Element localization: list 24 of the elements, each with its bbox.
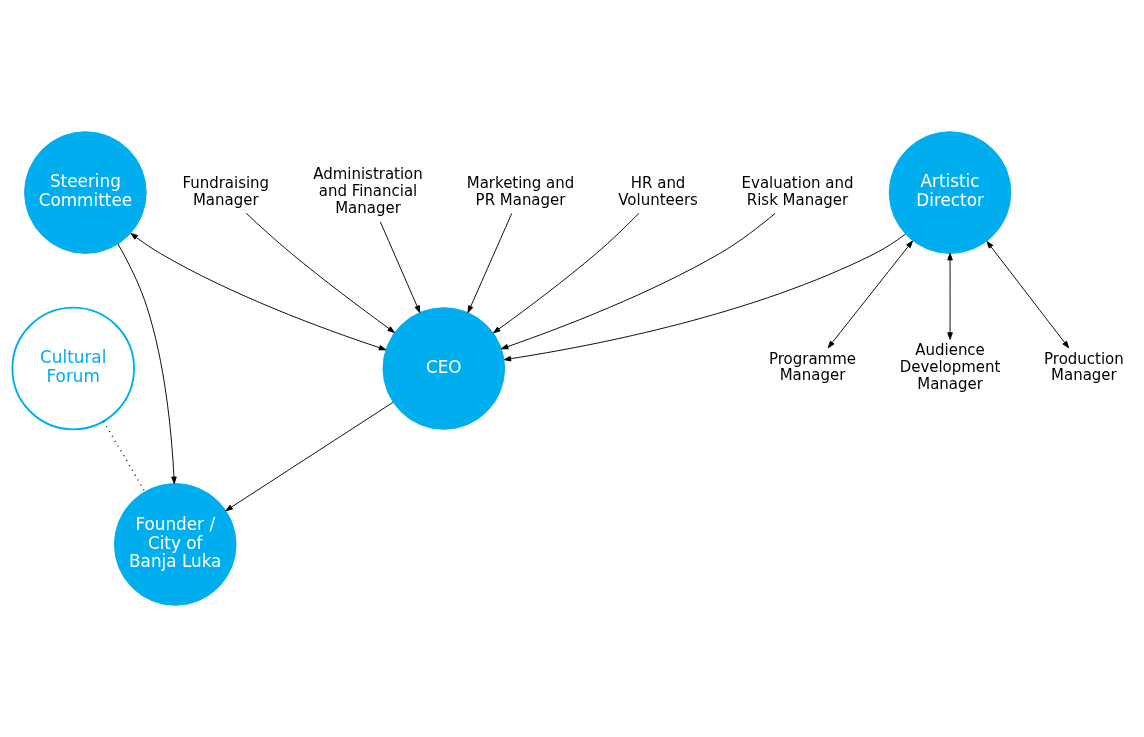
arrow — [500, 212, 776, 350]
node-text: Production Manager — [1044, 349, 1124, 385]
arrow — [225, 401, 394, 512]
node-circle: Artistic Director — [888, 131, 1012, 254]
arrow — [379, 221, 421, 313]
node-text: Evaluation and Risk Manager — [741, 173, 854, 209]
node-text: Administration and Financial Manager — [313, 165, 423, 217]
arrow — [493, 212, 640, 334]
arrow — [827, 240, 913, 349]
node-circle: Cultural Forum — [11, 306, 135, 431]
arrow — [947, 252, 953, 340]
arrow — [117, 243, 177, 485]
node-text: Audience Development Manager — [899, 341, 1001, 393]
connector — [103, 420, 146, 493]
arrow — [245, 212, 395, 333]
node-circle: Steering Committee — [24, 131, 147, 254]
node-text: Programme Manager — [769, 349, 856, 385]
arrow — [467, 213, 513, 314]
arrow — [503, 233, 906, 362]
node-text: HR and Volunteers — [618, 173, 698, 209]
node-text: Fundraising Manager — [182, 173, 270, 209]
arrow — [130, 232, 387, 351]
arrow — [986, 241, 1070, 349]
node-text: Marketing and PR Manager — [466, 173, 575, 209]
